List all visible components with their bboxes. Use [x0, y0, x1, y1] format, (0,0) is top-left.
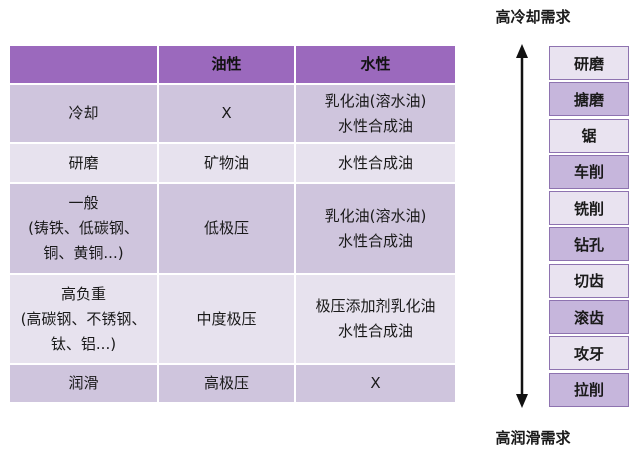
condition-line: (高碳钢、不锈钢、 [20, 309, 147, 328]
water-line: 乳化油(溶水油) [324, 91, 427, 110]
water-cell: 极压添加剂乳化油 水性合成油 [294, 273, 457, 365]
operation-item: 锯 [549, 118, 629, 153]
condition-line: (铸铁、低碳钢、 [28, 219, 139, 237]
condition-cell: 研磨 [8, 142, 159, 184]
condition-line: 研磨 [68, 153, 99, 172]
water-line: 水性合成油 [337, 322, 413, 340]
water-line: 极压添加剂乳化油 [315, 297, 436, 315]
operation-item: 切齿 [549, 263, 629, 298]
operation-item: 车削 [549, 154, 629, 189]
oil-line: 高极压 [203, 374, 249, 392]
water-line: 乳化油(溶水油) [324, 206, 427, 225]
coolant-selection-table: 油性 水性 冷却 X 乳化油(溶水油) 水性合成油 研磨 矿物油 水性 [8, 44, 457, 404]
condition-cell: 一般 (铸铁、低碳钢、 铜、黄铜...) [8, 182, 159, 275]
operation-item: 攻牙 [549, 336, 629, 371]
operation-item: 钻孔 [549, 227, 629, 262]
table-row-grinding: 研磨 矿物油 水性合成油 [8, 142, 457, 184]
condition-line: 润滑 [68, 374, 99, 392]
condition-cell: 高负重 (高碳钢、不锈钢、 钛、铝...) [8, 273, 159, 365]
high-lubrication-demand-label: 高润滑需求 [495, 429, 571, 447]
water-cell: X [294, 363, 457, 404]
oil-line: 中度极压 [196, 309, 257, 328]
operation-item: 搪磨 [549, 82, 629, 117]
condition-line: 铜、黄铜...) [43, 244, 124, 262]
table-row-lubrication: 润滑 高极压 X [8, 363, 457, 404]
high-cooling-demand-label: 高冷却需求 [495, 8, 571, 26]
operation-item: 研磨 [549, 46, 629, 80]
oil-cell: 低极压 [157, 182, 296, 275]
table-header-row: 油性 水性 [8, 44, 457, 85]
table-row-cooling: 冷却 X 乳化油(溶水油) 水性合成油 [8, 83, 457, 144]
water-cell: 乳化油(溶水油) 水性合成油 [294, 83, 457, 144]
table-row-general: 一般 (铸铁、低碳钢、 铜、黄铜...) 低极压 乳化油(溶水油) 水性合成油 [8, 182, 457, 275]
operation-item: 滚齿 [549, 300, 629, 335]
condition-line: 高负重 [60, 284, 106, 303]
oil-cell: 高极压 [157, 363, 296, 404]
oil-line: 低极压 [203, 219, 249, 237]
header-water-based: 水性 [294, 44, 457, 85]
oil-line: 矿物油 [203, 153, 249, 172]
water-line: 水性合成油 [337, 153, 413, 172]
table-row-heavy-load: 高负重 (高碳钢、不锈钢、 钛、铝...) 中度极压 极压添加剂乳化油 水性合成… [8, 273, 457, 365]
water-cell: 乳化油(溶水油) 水性合成油 [294, 182, 457, 275]
oil-cell: 中度极压 [157, 273, 296, 365]
condition-line: 一般 [68, 194, 99, 212]
machining-operations-list: 研磨 搪磨 锯 车削 铣削 钻孔 切齿 滚齿 攻牙 拉削 [549, 46, 629, 409]
water-cell: 水性合成油 [294, 142, 457, 184]
condition-cell: 冷却 [8, 83, 159, 144]
operation-item: 铣削 [549, 191, 629, 226]
operation-item: 拉削 [549, 372, 629, 407]
oil-cell: 矿物油 [157, 142, 296, 184]
condition-line: 钛、铝...) [50, 334, 117, 353]
condition-line: 冷却 [68, 104, 99, 122]
double-arrow-icon [516, 44, 528, 408]
header-empty-cell [8, 44, 159, 85]
water-line: 水性合成油 [337, 116, 413, 135]
water-line: 水性合成油 [337, 231, 413, 250]
header-oil-based: 油性 [157, 44, 296, 85]
water-line: X [370, 374, 381, 392]
oil-line: X [221, 104, 232, 122]
oil-cell: X [157, 83, 296, 144]
condition-cell: 润滑 [8, 363, 159, 404]
